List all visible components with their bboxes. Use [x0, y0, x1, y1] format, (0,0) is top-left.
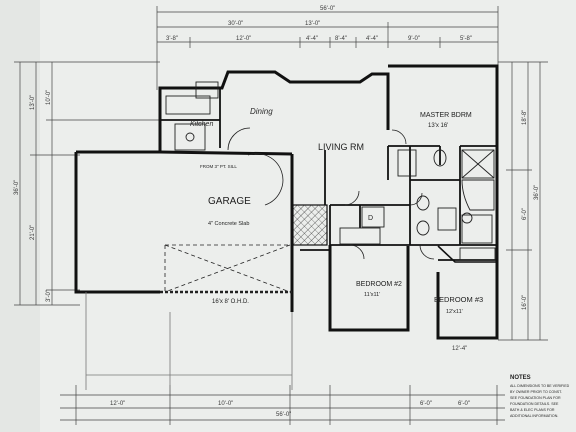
master-bedroom-size: 13'x 16': [428, 123, 448, 129]
dim-left-4: 3'-0": [46, 290, 52, 302]
dim-left-3: 21'-0": [30, 225, 36, 240]
bedroom3-wing: [437, 245, 497, 263]
dim-top-1: 30'-0": [228, 21, 243, 27]
dimension-lines-left: [14, 61, 160, 306]
bedroom3-size: 12'x11': [446, 309, 463, 315]
dim-right-overall: 36'-0": [534, 185, 540, 200]
living-room-label: LIVING RM: [318, 142, 364, 152]
closets: [339, 206, 496, 261]
dim-overall-top: 56'-0": [320, 6, 335, 12]
bedroom2-label: BEDROOM #2: [356, 281, 402, 288]
dim-left-2: 10'-0": [46, 90, 52, 105]
dimension-lines-bottom: [60, 385, 505, 425]
dim-bottom-2: 10'-0": [218, 401, 233, 407]
notes-heading: NOTES: [510, 375, 531, 381]
room-labels: Kitchen Dining LIVING RM MASTER BDRM 13'…: [190, 107, 483, 315]
notes-block: NOTES ALL DIMENSIONS TO BE VERIFIED BY O…: [510, 375, 570, 418]
dim-left-overall: 36'-0": [14, 180, 20, 195]
entry-hatch-cross: [293, 205, 327, 245]
bedroom2-size: 11'x11': [364, 292, 380, 298]
garage-slab-note: 4" Concrete Slab: [208, 221, 249, 227]
dimension-lines-top: [156, 6, 499, 90]
garage-sill-note: FROM 3" PT. SILL: [200, 164, 237, 169]
dim-left-1: 13'-0": [30, 95, 36, 110]
dim-right-2: 6'-0": [522, 208, 528, 220]
dimension-text-left: 36'-0" 13'-0" 10'-0" 21'-0" 3'-0": [14, 90, 52, 302]
master-bedroom-label: MASTER BDRM: [420, 112, 472, 119]
dim-top-r2-3: 4'-4": [306, 36, 318, 42]
bathroom-fixtures: [397, 149, 495, 244]
dim-top-r2-7: 5'-8": [460, 36, 472, 42]
dimension-text-bottom: 56'-0" 12'-0" 10'-0" 6'-0" 6'-0" 12'-4": [110, 346, 470, 418]
exterior-walls: [74, 64, 499, 340]
dim-top-2: 13'-0": [305, 21, 320, 27]
garage-label: GARAGE: [208, 196, 251, 207]
dim-bedroom3-width: 12'-4": [452, 346, 467, 352]
garage-door-opening: [160, 244, 292, 294]
dim-top-r2-2: 12'-0": [236, 36, 251, 42]
closet-d-label: D: [368, 215, 373, 222]
notes-line: ADDITIONAL INFORMATION.: [510, 414, 558, 418]
garage-door-size: 16'x 8' O.H.D.: [212, 299, 249, 305]
interior-walls: [160, 88, 497, 261]
notes-line: BY OWNER PRIOR TO CONST.: [510, 390, 562, 394]
dim-bottom-3: 6'-0": [420, 401, 432, 407]
dim-right-3: 16'-0": [522, 295, 528, 310]
dimension-text-top: 56'-0" 30'-0" 13'-0" 3'-8" 12'-0" 4'-4" …: [166, 6, 472, 42]
kitchen-counters: [165, 81, 219, 151]
kitchen-label: Kitchen: [190, 121, 213, 128]
dimension-text-right: 36'-0" 18'-8" 6'-0" 16'-0": [522, 110, 540, 310]
dim-top-r2-4: 8'-4": [335, 36, 347, 42]
dim-bottom-overall: 56'-0": [276, 412, 291, 418]
notes-line: ALL DIMENSIONS TO BE VERIFIED: [510, 384, 570, 388]
dim-top-r2-6: 9'-0": [408, 36, 420, 42]
notes-line: SEE FOUNDATION PLAN FOR: [510, 396, 561, 400]
dim-bottom-4: 6'-0": [458, 401, 470, 407]
bedroom3-label: BEDROOM #3: [434, 295, 483, 304]
dim-top-r2-1: 3'-8": [166, 36, 178, 42]
dim-bottom-1: 12'-0": [110, 401, 125, 407]
dim-right-1: 18'-8": [522, 110, 528, 125]
driveway-outline: [85, 292, 293, 390]
notes-line: BATH & ELEC PLANS FOR: [510, 408, 555, 412]
dining-label: Dining: [250, 107, 273, 116]
notes-line: FOUNDATION DETAILS. SEE: [510, 402, 559, 406]
dim-top-r2-5: 4'-4": [366, 36, 378, 42]
dimension-lines-right: [498, 61, 548, 341]
door-swings: [227, 127, 435, 260]
